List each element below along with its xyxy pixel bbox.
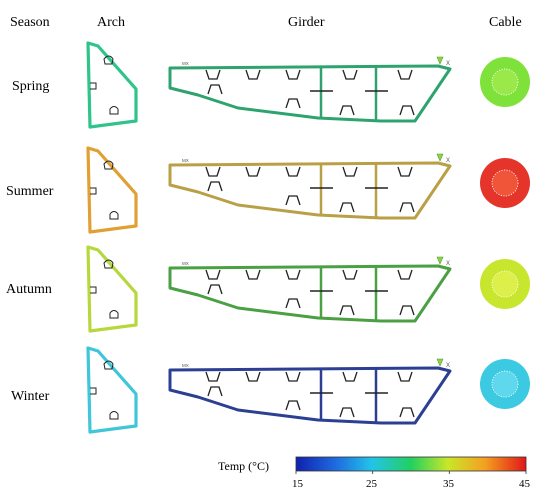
girder-section	[168, 357, 452, 425]
season-label: Summer	[6, 184, 54, 199]
colorbar-gradient	[295, 456, 527, 472]
cable-section	[480, 158, 530, 208]
girder-section	[168, 152, 452, 220]
colorbar-tick: 15	[292, 478, 304, 490]
arch-section	[86, 146, 138, 234]
row-summer: Summer	[6, 146, 530, 234]
arch-section	[86, 245, 138, 333]
cable-section	[480, 359, 530, 409]
row-autumn: Autumn	[6, 245, 530, 333]
colorbar-tick: 25	[366, 478, 378, 490]
season-label: Winter	[11, 389, 50, 404]
colorbar: Temp (°C) 15 25 35 45	[218, 456, 531, 490]
season-label: Autumn	[6, 282, 52, 297]
cable-section	[480, 259, 530, 309]
arch-section	[86, 41, 138, 129]
header-girder: Girder	[288, 15, 325, 30]
colorbar-tick: 45	[519, 478, 531, 490]
cable-section	[480, 57, 530, 107]
header-arch: Arch	[97, 15, 125, 30]
arch-section	[86, 346, 138, 434]
header-cable: Cable	[489, 15, 522, 30]
colorbar-label: Temp (°C)	[218, 459, 269, 473]
row-winter: Winter	[11, 346, 530, 434]
season-label: Spring	[12, 79, 49, 94]
girder-section	[168, 255, 452, 323]
colorbar-tick: 35	[443, 478, 455, 490]
girder-section	[168, 55, 452, 123]
header-season: Season	[10, 15, 50, 30]
row-spring: Spring	[12, 41, 530, 129]
